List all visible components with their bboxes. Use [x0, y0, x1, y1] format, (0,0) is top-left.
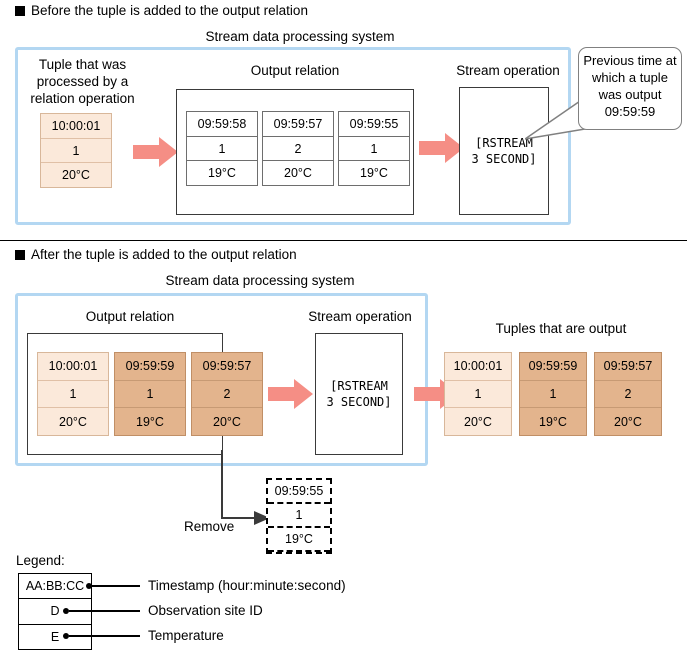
tuple-timestamp: 10:00:01: [445, 353, 511, 381]
section-2-output-caption: Tuples that are output: [495, 321, 627, 336]
tuple-site-id: 2: [595, 381, 661, 409]
legend-line-temperature: [69, 635, 140, 637]
legend-dot-temperature: [63, 633, 69, 639]
section-2-operation-code: [RSTREAM 3 SECOND]: [326, 379, 392, 409]
section-1-arrow-relation-to-operation: [419, 133, 464, 163]
tuple-temperature: 20°C: [62, 168, 90, 183]
tuple-temperature: 19°C: [208, 166, 236, 181]
tuple-temperature: 20°C: [284, 166, 312, 181]
tuple-timestamp: 09:59:55: [268, 480, 330, 504]
tuple-temperature: 20°C: [464, 414, 492, 429]
tuple-site-id: 2: [263, 137, 333, 162]
section-1-relation-tuple-3: 09:59:55 1 19°C: [338, 111, 410, 186]
tuple-timestamp: 09:59:58: [187, 112, 257, 137]
section-2-operation-box: [RSTREAM 3 SECOND]: [315, 333, 403, 455]
section-2-relation-tuple-2: 09:59:59 1 19°C: [114, 352, 186, 436]
legend-symbol-timestamp: AA:BB:CC: [19, 574, 91, 600]
removed-tuple: 09:59:55 1 19°C: [266, 478, 332, 554]
section-2-heading: After the tuple is added to the output r…: [15, 247, 297, 262]
legend-symbol-site-id: D: [19, 599, 91, 625]
input-caption-line-2: processed by a: [36, 74, 129, 89]
section-1-system-title: Stream data processing system: [205, 29, 395, 44]
tuple-site-id: 1: [115, 381, 185, 409]
section-2-relation-caption: Output relation: [85, 309, 175, 324]
section-2-relation-tuple-1: 10:00:01 1 20°C: [37, 352, 109, 436]
legend-symbol-temperature: E: [50, 629, 60, 644]
legend-line-timestamp: [92, 585, 140, 587]
section-2-heading-text: After the tuple is added to the output r…: [31, 247, 297, 262]
callout-line-2: which a tuple: [592, 70, 668, 85]
section-2-arrow-relation-to-operation: [268, 379, 313, 409]
legend-label-site-id: Observation site ID: [148, 603, 263, 618]
legend-label-timestamp: Timestamp (hour:minute:second): [148, 578, 346, 593]
legend-tuple-box: AA:BB:CC D E: [18, 573, 92, 650]
tuple-timestamp: 09:59:55: [339, 112, 409, 137]
legend-line-site-id: [69, 610, 140, 612]
tuple-timestamp: 09:59:57: [192, 353, 262, 381]
tuple-temperature: 19°C: [539, 414, 567, 429]
tuple-timestamp: 09:59:57: [263, 112, 333, 137]
section-1-callout: Previous time at which a tuple was outpu…: [578, 47, 682, 130]
section-2-output-tuple-3: 09:59:57 2 20°C: [594, 352, 662, 436]
section-1-relation-tuple-1: 09:59:58 1 19°C: [186, 111, 258, 186]
tuple-site-id: 1: [41, 139, 111, 164]
section-divider: [0, 240, 687, 241]
tuple-timestamp: 09:59:59: [115, 353, 185, 381]
legend-dot-timestamp: [86, 583, 92, 589]
section-2-relation-tuple-3: 09:59:57 2 20°C: [191, 352, 263, 436]
callout-line-1: Previous time at: [583, 53, 677, 68]
tuple-site-id: 1: [268, 504, 330, 528]
section-2-output-tuple-2: 09:59:59 1 19°C: [519, 352, 587, 436]
tuple-site-id: 1: [38, 381, 108, 409]
input-caption-line-3: relation operation: [30, 91, 135, 106]
section-1-input-tuple: 10:00:01 1 20°C: [40, 113, 112, 188]
tuple-timestamp: 09:59:57: [595, 353, 661, 381]
section-1-operation-code: [RSTREAM 3 SECOND]: [471, 136, 537, 166]
tuple-site-id: 1: [520, 381, 586, 409]
tuple-temperature: 20°C: [213, 414, 241, 429]
section-1-operation-box: [RSTREAM 3 SECOND]: [459, 87, 549, 215]
legend-title: Legend:: [16, 553, 65, 568]
tuple-site-id: 1: [445, 381, 511, 409]
tuple-timestamp: 10:00:01: [41, 114, 111, 139]
tuple-site-id: 1: [187, 137, 257, 162]
tuple-temperature: 19°C: [268, 528, 330, 552]
section-2-output-tuple-1: 10:00:01 1 20°C: [444, 352, 512, 436]
section-1-relation-caption: Output relation: [250, 63, 340, 78]
tuple-temperature: 19°C: [360, 166, 388, 181]
tuple-temperature: 19°C: [136, 414, 164, 429]
callout-line-4: 09:59:59: [604, 104, 656, 119]
section-1-input-caption: Tuple that was processed by a relation o…: [20, 56, 145, 107]
tuple-temperature: 20°C: [614, 414, 642, 429]
legend-dot-site-id: [63, 608, 69, 614]
section-1-relation-tuple-2: 09:59:57 2 20°C: [262, 111, 334, 186]
bullet-square-icon: [15, 5, 25, 16]
input-caption-line-1: Tuple that was: [38, 57, 127, 72]
section-2-operation-caption: Stream operation: [308, 309, 412, 324]
tuple-timestamp: 09:59:59: [520, 353, 586, 381]
tuple-temperature: 20°C: [59, 414, 87, 429]
section-2-system-title: Stream data processing system: [165, 273, 355, 288]
tuple-site-id: 1: [339, 137, 409, 162]
section-1-heading-text: Before the tuple is added to the output …: [31, 3, 308, 18]
tuple-timestamp: 10:00:01: [38, 353, 108, 381]
tuple-site-id: 2: [192, 381, 262, 409]
remove-label: Remove: [184, 519, 235, 534]
bullet-square-icon: [15, 249, 25, 260]
legend-label-temperature: Temperature: [148, 628, 224, 643]
callout-line-3: was output: [598, 87, 662, 102]
section-1-arrow-input-to-relation: [133, 137, 178, 167]
section-1-heading: Before the tuple is added to the output …: [15, 3, 308, 18]
remove-arrow: [221, 450, 270, 525]
section-1-operation-caption: Stream operation: [456, 63, 560, 78]
